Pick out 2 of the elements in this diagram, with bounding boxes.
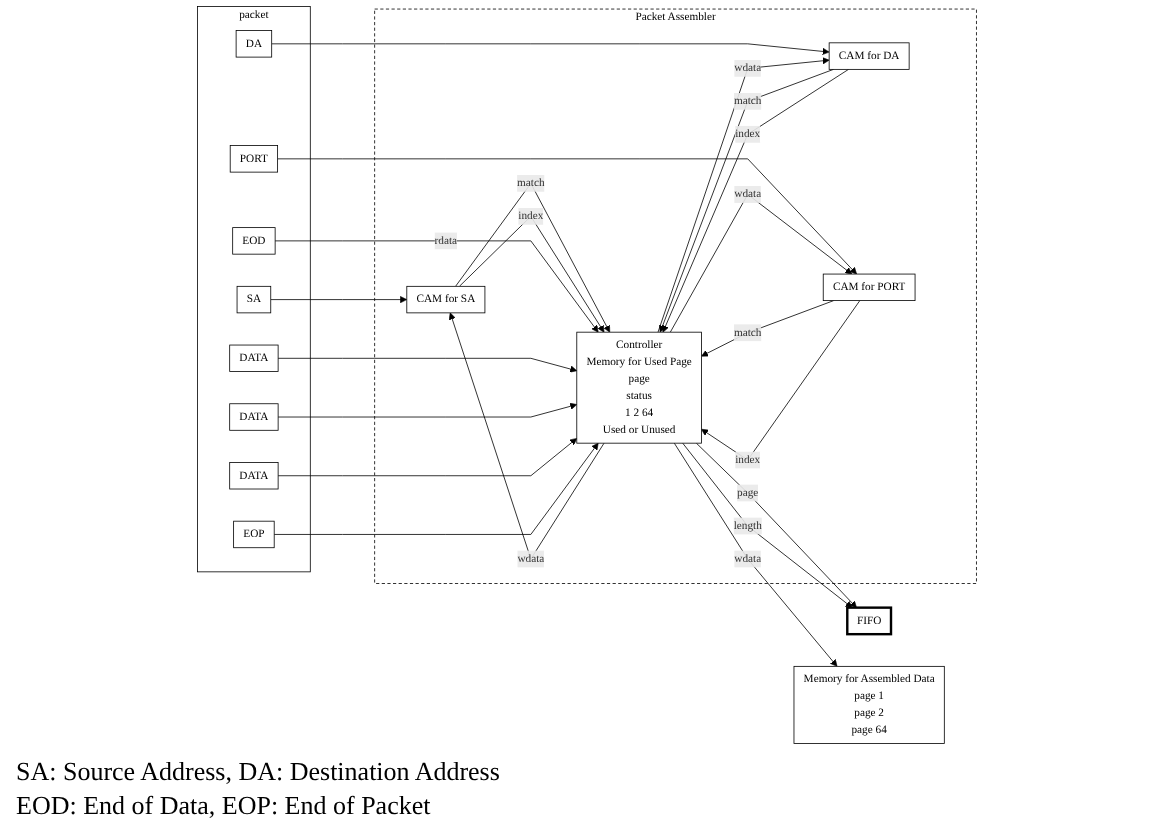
note-text: SA: Source Address, DA: Destination Address bbox=[16, 756, 502, 788]
note-text: EOD: End of Data, EOP: End of Packet bbox=[16, 790, 433, 822]
